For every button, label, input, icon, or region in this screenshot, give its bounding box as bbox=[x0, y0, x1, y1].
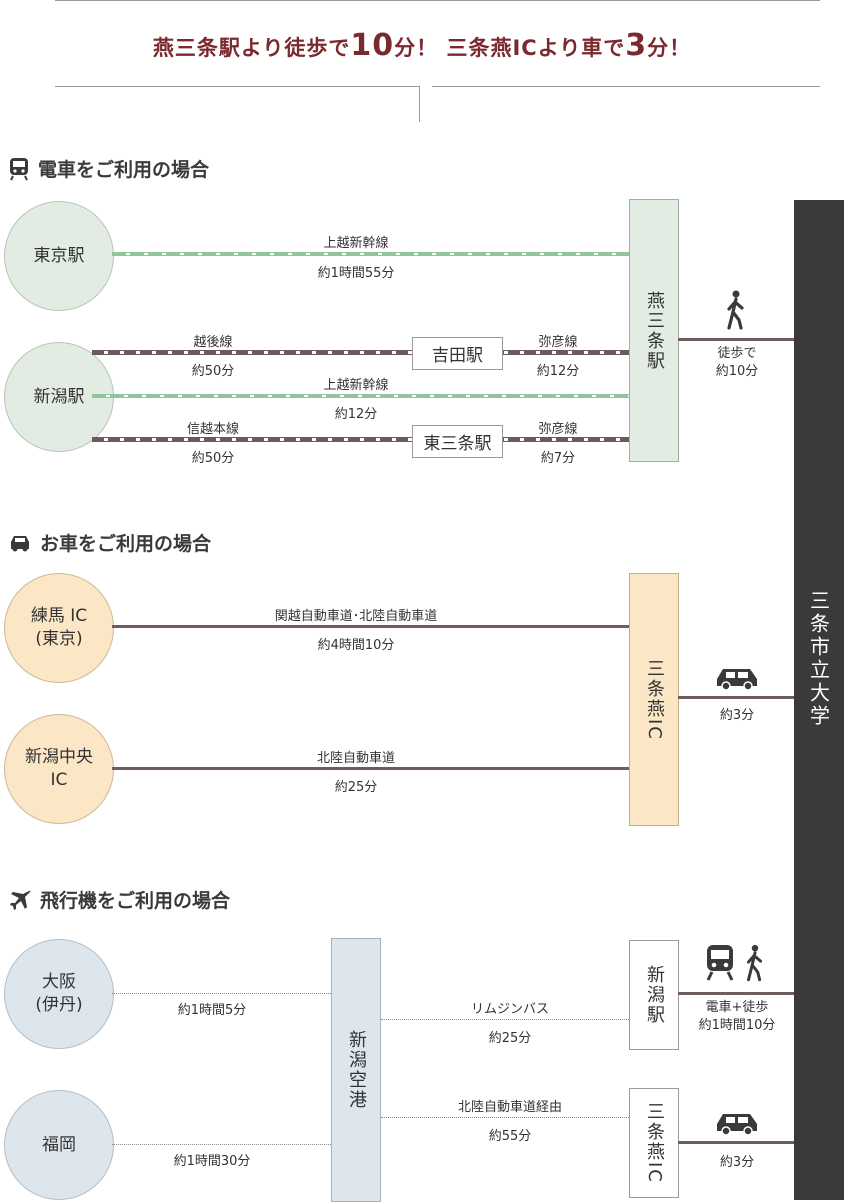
university-bar: 三条市立大学 bbox=[794, 200, 844, 1200]
walking-person-icon bbox=[747, 944, 763, 982]
route-echigo-line bbox=[92, 350, 630, 355]
route-flight-fukuoka bbox=[112, 1144, 331, 1145]
route-time: 約12分 bbox=[536, 364, 580, 379]
route-walk bbox=[678, 338, 794, 341]
route-name: 越後線 bbox=[193, 335, 233, 350]
origin-osaka-itami: 大阪 (伊丹) bbox=[4, 939, 114, 1049]
walk-time: 徒歩で 約10分 bbox=[715, 346, 759, 379]
route-name: 信越本線 bbox=[186, 422, 240, 437]
airplane-icon bbox=[10, 890, 31, 910]
origin-nerima-ic: 練馬 IC (東京) bbox=[4, 573, 114, 683]
route-time: 約1時間55分 bbox=[317, 266, 395, 281]
station-tokyo: 東京駅 bbox=[4, 201, 114, 311]
section-title-car: お車をご利用の場合 bbox=[8, 529, 211, 556]
route-expressway-via bbox=[381, 1117, 629, 1118]
interchange-sanjo-tsubame-air: 三条燕IC bbox=[629, 1088, 679, 1198]
route-time: 約25分 bbox=[334, 780, 378, 795]
route-name: 弥彦線 bbox=[538, 335, 578, 350]
headline-rule-right bbox=[432, 86, 820, 87]
train-walk-time: 電車+徒歩 約1時間10分 bbox=[698, 1000, 776, 1033]
car-icon bbox=[717, 1114, 757, 1136]
top-rule bbox=[55, 0, 820, 1]
station-tsubame-sanjo: 燕三条駅 bbox=[629, 199, 679, 462]
route-name: 弥彦線 bbox=[538, 422, 578, 437]
route-train-walk bbox=[678, 992, 794, 995]
drive-time: 約3分 bbox=[719, 1155, 755, 1170]
route-time: 約7分 bbox=[540, 451, 576, 466]
route-name: 北陸自動車道 bbox=[316, 751, 396, 766]
route-joetsu-shinkansen-niigata bbox=[92, 394, 630, 398]
route-drive-air bbox=[678, 1141, 794, 1144]
route-name: 関越自動車道･北陸自動車道 bbox=[274, 609, 438, 624]
route-limousine-bus bbox=[381, 1019, 629, 1020]
headline-rule-left bbox=[55, 86, 420, 87]
route-name: 上越新幹線 bbox=[323, 378, 389, 393]
origin-niigata-chuo-ic: 新潟中央 IC bbox=[4, 714, 114, 824]
car-icon bbox=[11, 535, 29, 551]
train-icon bbox=[706, 945, 734, 981]
route-name: リムジンバス bbox=[470, 1002, 550, 1017]
route-time: 約12分 bbox=[334, 407, 378, 422]
airport-niigata: 新潟空港 bbox=[331, 938, 381, 1202]
car-icon bbox=[717, 669, 757, 691]
route-time: 約25分 bbox=[488, 1031, 532, 1046]
route-time: 約1時間5分 bbox=[177, 1003, 247, 1018]
train-icon bbox=[10, 157, 28, 180]
route-time: 約1時間30分 bbox=[173, 1154, 251, 1169]
university-label: 三条市立大学 bbox=[806, 590, 831, 728]
station-yoshida: 吉田駅 bbox=[412, 337, 503, 370]
headline-connector bbox=[419, 86, 420, 122]
route-name: 上越新幹線 bbox=[323, 236, 389, 251]
walking-person-icon bbox=[727, 290, 744, 330]
drive-time: 約3分 bbox=[719, 708, 755, 723]
route-hokuriku-expressway bbox=[112, 767, 630, 770]
section-title-air: 飛行機をご利用の場合 bbox=[8, 886, 230, 913]
route-name: 北陸自動車道経由 bbox=[457, 1100, 563, 1115]
section-title-train: 電車をご利用の場合 bbox=[8, 155, 209, 182]
origin-fukuoka: 福岡 bbox=[4, 1090, 114, 1200]
route-time: 約50分 bbox=[191, 451, 235, 466]
route-flight-osaka bbox=[112, 993, 331, 994]
route-time: 約4時間10分 bbox=[317, 638, 395, 653]
station-niigata-air: 新潟駅 bbox=[629, 940, 679, 1050]
route-joetsu-shinkansen-tokyo bbox=[112, 252, 630, 256]
route-time: 約50分 bbox=[191, 364, 235, 379]
route-time: 約55分 bbox=[488, 1129, 532, 1144]
route-drive bbox=[678, 696, 794, 699]
station-higashi-sanjo: 東三条駅 bbox=[412, 425, 503, 458]
route-shinetsu-line bbox=[92, 437, 630, 442]
route-kanetsu-expressway bbox=[112, 625, 630, 628]
interchange-sanjo-tsubame: 三条燕IC bbox=[629, 573, 679, 826]
page-headline: 燕三条駅より徒歩で10分！ 三条燕ICより車で3分！ bbox=[152, 28, 692, 63]
